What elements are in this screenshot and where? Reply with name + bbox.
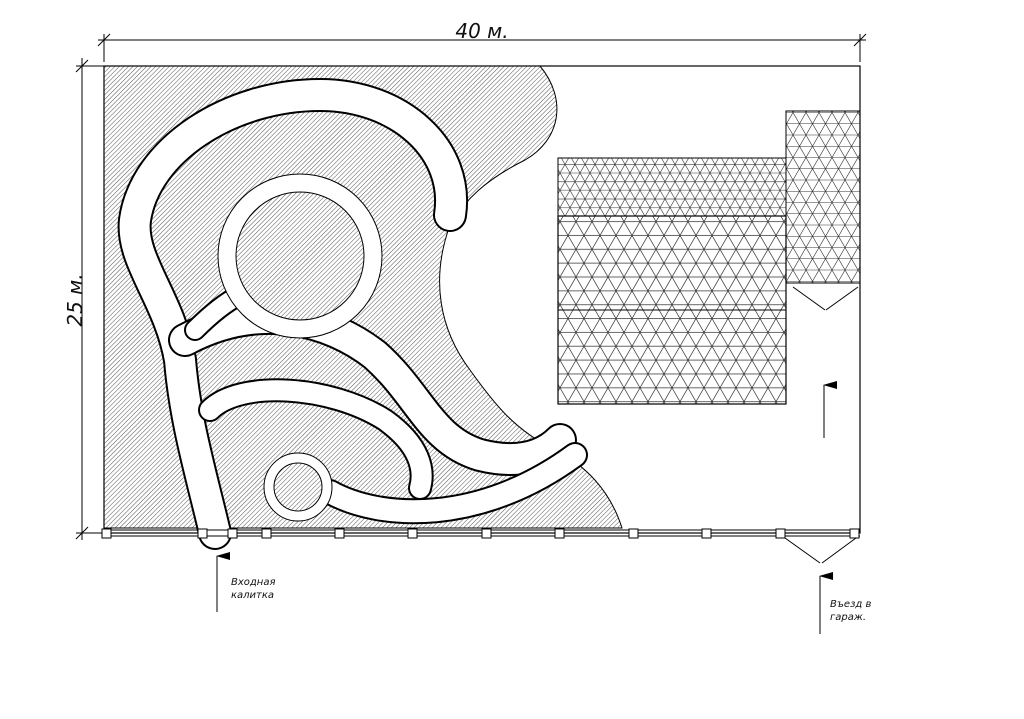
fence bbox=[101, 528, 860, 539]
garage bbox=[785, 110, 861, 284]
width-dimension bbox=[97, 33, 867, 62]
house-terrace bbox=[557, 157, 787, 217]
garage-gate bbox=[792, 286, 859, 311]
gate-label-line2: калитка bbox=[231, 590, 274, 601]
garden-paths bbox=[117, 77, 588, 550]
garage-label-line1: Въезд в bbox=[830, 599, 871, 610]
garage-label-line2: гараж. bbox=[830, 612, 866, 623]
width-label: 40 м. bbox=[455, 19, 508, 43]
round-bed-large bbox=[235, 191, 365, 321]
garage-entry-gate bbox=[784, 537, 857, 564]
gate-label-line1: Входная bbox=[231, 577, 276, 588]
height-label: 25 м. bbox=[63, 273, 87, 326]
round-bed-small bbox=[273, 462, 323, 512]
height-dimension bbox=[75, 58, 104, 540]
